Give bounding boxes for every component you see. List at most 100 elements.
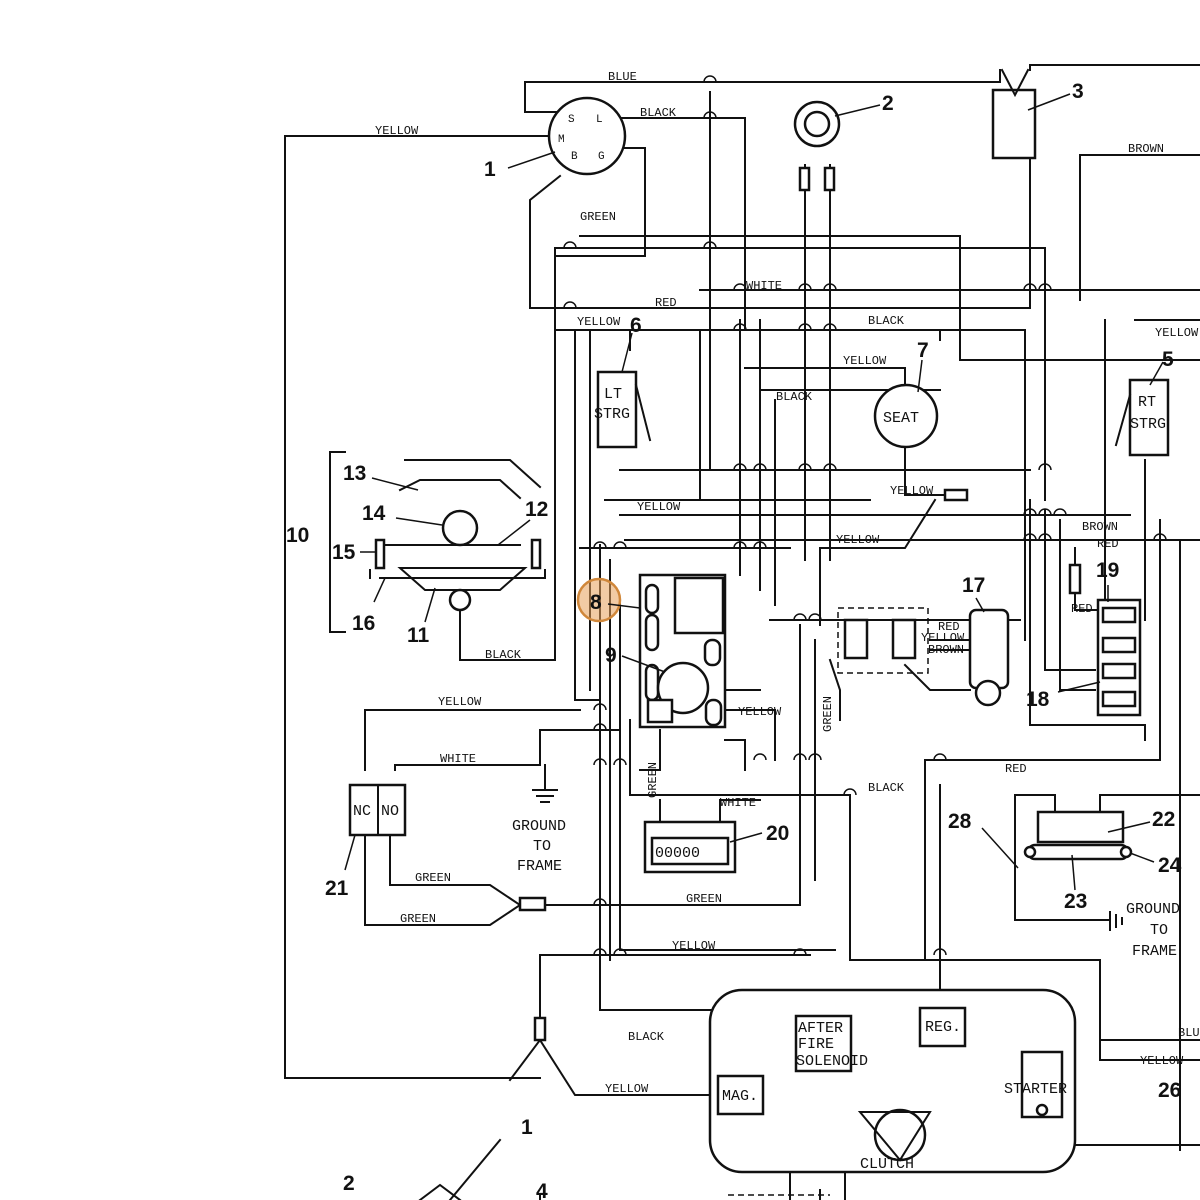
fuse-lower [533, 1016, 547, 1042]
mag-label: MAG. [722, 1088, 758, 1105]
lamp-assembly [329, 451, 546, 633]
callout-20: 20 [766, 822, 789, 845]
wire-label-black: BLACK [640, 106, 677, 120]
ground1-line3: FRAME [517, 858, 562, 875]
wire-label-yellow: YELLOW [375, 124, 419, 138]
lt-strg-line1: LT [604, 386, 622, 403]
callout-18: 18 [1026, 688, 1050, 711]
callout-23: 23 [1064, 890, 1087, 913]
component-3 [991, 68, 1037, 160]
wire-label-green-v2: GREEN [646, 762, 660, 798]
wire-label-red-19: RED [1071, 602, 1093, 616]
fuse-relay-module [638, 573, 727, 729]
terminal-s: S [568, 114, 575, 126]
callout-21: 21 [325, 877, 349, 900]
wire-label-black-11: BLACK [485, 648, 522, 662]
fuse-19 [1068, 563, 1082, 595]
callout-2: 2 [882, 92, 894, 115]
wire-label-yellow-center: YELLOW [637, 500, 681, 514]
wire-label-black-bottom: BLACK [628, 1030, 665, 1044]
callout-4-lower: 4 [536, 1180, 548, 1200]
highlight-marker [576, 577, 622, 623]
wire-label-green-v1: GREEN [821, 696, 835, 732]
wire-label-yellow-center-2: YELLOW [836, 533, 880, 547]
wire-label-black-2: BLACK [868, 314, 905, 328]
wire-label-green-21a: GREEN [415, 871, 451, 885]
terminal-g: G [598, 151, 605, 163]
ground2-line1: GROUND [1126, 901, 1180, 918]
no-label: NO [381, 803, 399, 820]
terminal-l: L [596, 114, 603, 126]
callout-1-lower: 1 [521, 1116, 533, 1139]
charging-module [1014, 794, 1133, 921]
callout-12: 12 [525, 498, 548, 521]
switch-21: NC NO [348, 783, 407, 837]
ground-symbol-1: GROUND TO FRAME [512, 789, 566, 875]
callout-5: 5 [1162, 348, 1174, 371]
ignition-switch: S L M B G [547, 96, 627, 176]
callout-17: 17 [962, 574, 985, 597]
wire-label-red: RED [655, 296, 677, 310]
wire-label-yellow-6: YELLOW [577, 315, 621, 329]
wire-label-green: GREEN [580, 210, 616, 224]
wire-label-black-3: BLACK [776, 390, 813, 404]
ground2-line3: FRAME [1132, 943, 1177, 960]
wire-label-green-21b: GREEN [400, 912, 436, 926]
wire-label-yellow-9: YELLOW [738, 705, 782, 719]
wire-label-yellow-21: YELLOW [438, 695, 482, 709]
wire-label-yellow-bottom: YELLOW [672, 939, 716, 953]
callout-14: 14 [362, 502, 386, 525]
callout-22: 22 [1152, 808, 1175, 831]
terminal-m: M [558, 134, 565, 146]
wire-color-labels: BLUE BLACK YELLOW BROWN GREEN WHITE RED … [375, 70, 1200, 1096]
wire-label-yellow-seat: YELLOW [890, 484, 934, 498]
wire-label-brown-r: BROWN [1082, 520, 1118, 534]
ground-symbol-2: GROUND TO FRAME [1109, 901, 1180, 960]
wire-label-yellow-5: YELLOW [1155, 326, 1199, 340]
callout-13: 13 [343, 462, 366, 485]
rt-strg-line2: STRG [1130, 416, 1166, 433]
connector-21 [518, 896, 547, 912]
wire-label-blu-edge: BLU [1178, 1026, 1200, 1040]
battery-cells: 00000 [655, 845, 700, 862]
callout-24: 24 [1158, 854, 1182, 877]
seat-switch: SEAT [873, 383, 939, 449]
leader-lines [344, 93, 1181, 1120]
connector-seat [943, 488, 969, 502]
callout-26: 26 [1158, 1079, 1181, 1102]
clutch-label: CLUTCH [860, 1156, 914, 1173]
wire-label-green-20: GREEN [686, 892, 722, 906]
ground2-line2: TO [1150, 922, 1168, 939]
seat-label: SEAT [883, 410, 919, 427]
callout-16: 16 [352, 612, 375, 635]
wire-label-red-28: RED [1005, 762, 1027, 776]
wire-label-red-r: RED [1097, 537, 1119, 551]
right-steering-switch: RT STRG [1114, 378, 1170, 457]
callout-10: 10 [286, 524, 309, 547]
relay-19 [1096, 598, 1142, 717]
terminal-b: B [571, 151, 578, 163]
callout-19: 19 [1096, 559, 1119, 582]
callout-3: 3 [1072, 80, 1084, 103]
wire-label-blue: BLUE [608, 70, 637, 84]
callout-numbers: 1 2 3 5 6 7 8 9 10 11 12 13 14 15 16 17 … [286, 80, 1182, 1200]
wire-label-black-28: BLACK [868, 781, 905, 795]
starter-label: STARTER [1004, 1081, 1067, 1098]
callout-15: 15 [332, 541, 356, 564]
wire-crossovers [563, 75, 1167, 956]
afterfire-line2: FIRE [798, 1036, 834, 1053]
callout-9: 9 [605, 644, 617, 667]
bottom-partial-parts [418, 1138, 830, 1200]
headlight-lamp [793, 100, 841, 192]
wire-label-white-20: WHITE [720, 796, 756, 810]
battery: 00000 [643, 820, 737, 874]
callout-1: 1 [484, 158, 496, 181]
left-steering-switch: LT STRG [594, 370, 652, 449]
wire-label-yellow-mag: YELLOW [605, 1082, 649, 1096]
wire-label-brown-17: BROWN [928, 643, 964, 657]
component-17 [968, 608, 1010, 707]
callout-11: 11 [407, 624, 430, 647]
ground1-line1: GROUND [512, 818, 566, 835]
wire-label-white: WHITE [746, 279, 782, 293]
